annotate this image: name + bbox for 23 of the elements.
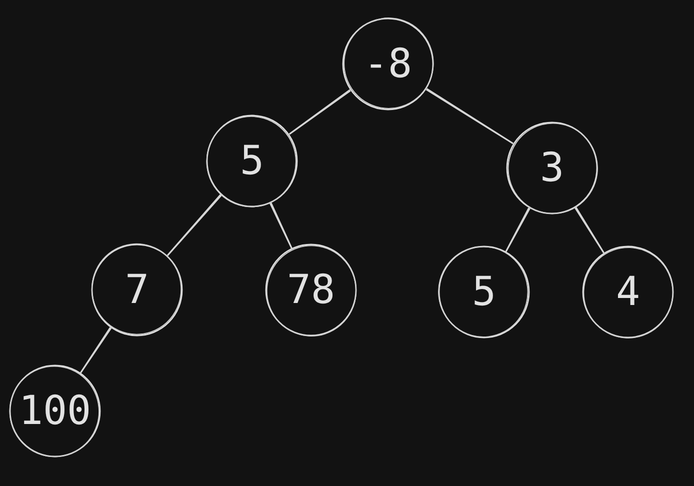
node-value: 7 [124,270,150,310]
node-value: 4 [616,272,640,312]
node-value: -8 [364,44,412,84]
connector-line [288,89,352,135]
connector-line [574,206,605,254]
node-value: 100 [18,391,92,431]
tree-node-circle [265,244,357,336]
connector-line [80,326,112,374]
connector-line [426,88,514,144]
tree-node-circle [506,122,598,214]
node-value: 5 [472,272,496,312]
node-value: 3 [540,148,564,188]
connector-line [269,202,292,249]
tree-node-circle [91,244,183,336]
tree-node-circle [206,115,298,207]
connector-line [166,194,222,256]
tree-node-circle [438,246,530,338]
node-value: 5 [240,141,264,181]
tree-node-circle [582,246,674,338]
tree-node-circle [342,18,434,110]
tree-node-circle [9,365,101,457]
connector-line [505,207,530,252]
node-value: 78 [286,270,336,310]
